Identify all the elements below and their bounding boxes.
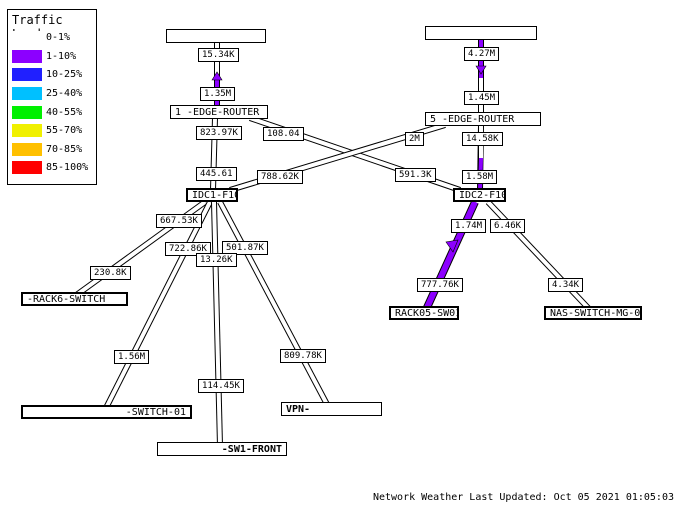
node-edge-router-1[interactable]: 1 -EDGE-ROUTER <box>170 105 268 119</box>
last-updated-footer: Network Weather Last Updated: Oct 05 202… <box>372 492 674 503</box>
traffic-label: 230.8K <box>90 266 131 280</box>
node-edge-router-2[interactable]: 5 -EDGE-ROUTER <box>425 112 541 126</box>
traffic-label: 445.61 <box>196 167 237 181</box>
traffic-label: 6.46K <box>490 219 526 233</box>
traffic-label: 13.26K <box>196 253 237 267</box>
node-vpn[interactable]: VPN- <box>281 402 382 416</box>
node-rack6[interactable]: -RACK6-SWITCH <box>21 292 128 306</box>
traffic-label: 1.58M <box>462 170 498 184</box>
legend-row: 1-10% <box>12 49 76 63</box>
traffic-label: 1.56M <box>114 350 150 364</box>
traffic-label: 2M <box>405 132 424 146</box>
traffic-label: 823.97K <box>196 126 242 140</box>
traffic-label: 1.45M <box>464 91 500 105</box>
traffic-load-legend: Traffic Load 0-1% 1-10% 10-25% 25-40% 40… <box>7 9 97 185</box>
node-top-left[interactable] <box>166 29 266 43</box>
legend-row: 70-85% <box>12 142 82 156</box>
traffic-label: 591.3K <box>395 168 436 182</box>
legend-label: 40-55% <box>46 106 83 118</box>
traffic-label: 1.35M <box>200 87 236 101</box>
legend-label: 55-70% <box>46 124 83 136</box>
legend-label: 85-100% <box>46 161 89 173</box>
node-switch01[interactable]: -SWITCH-01 <box>21 405 192 419</box>
node-sw1-front[interactable]: -SW1-FRONT <box>157 442 287 456</box>
link-idc1-vpn[interactable] <box>217 200 333 412</box>
traffic-label: 722.86K <box>165 242 211 256</box>
traffic-label: 15.34K <box>198 48 239 62</box>
node-idc1[interactable]: IDC1-F10 <box>186 188 238 202</box>
legend-swatch <box>12 67 42 81</box>
traffic-label: 4.27M <box>464 47 500 61</box>
node-nas[interactable]: NAS-SWITCH-MG-01 <box>544 306 642 320</box>
legend-swatch <box>12 49 42 63</box>
link-idc1-sw1front[interactable] <box>211 201 223 447</box>
node-idc2[interactable]: IDC2-F10 <box>453 188 506 202</box>
link-idc1-switch01[interactable] <box>102 200 213 412</box>
legend-label: 0-1% <box>46 31 71 43</box>
legend-swatch <box>12 105 42 119</box>
traffic-label: 809.78K <box>280 349 326 363</box>
node-top-right[interactable] <box>425 26 537 40</box>
legend-swatch <box>12 142 42 156</box>
legend-row: 10-25% <box>12 67 82 81</box>
traffic-label: 777.76K <box>417 278 463 292</box>
traffic-label: 108.04 <box>263 127 304 141</box>
node-rack05[interactable]: RACK05-SW01 <box>389 306 459 320</box>
traffic-label: 667.53K <box>156 214 202 228</box>
legend-row: 85-100% <box>12 160 88 174</box>
traffic-label: 14.58K <box>462 132 503 146</box>
legend-swatch <box>12 86 42 100</box>
legend-row: 25-40% <box>12 86 82 100</box>
traffic-label: 788.62K <box>257 170 303 184</box>
legend-swatch <box>12 123 42 137</box>
legend-label: 1-10% <box>46 50 77 62</box>
legend-row: 40-55% <box>12 105 82 119</box>
legend-row: 0-1% <box>12 30 70 44</box>
traffic-label: 114.45K <box>198 379 244 393</box>
legend-label: 25-40% <box>46 87 83 99</box>
traffic-label: 1.74M <box>451 219 487 233</box>
legend-swatch <box>12 160 42 174</box>
legend-row: 55-70% <box>12 123 82 137</box>
traffic-label: 4.34K <box>548 278 584 292</box>
legend-swatch <box>12 30 42 44</box>
legend-label: 70-85% <box>46 143 83 155</box>
traffic-label: 501.87K <box>222 241 268 255</box>
legend-label: 10-25% <box>46 68 83 80</box>
